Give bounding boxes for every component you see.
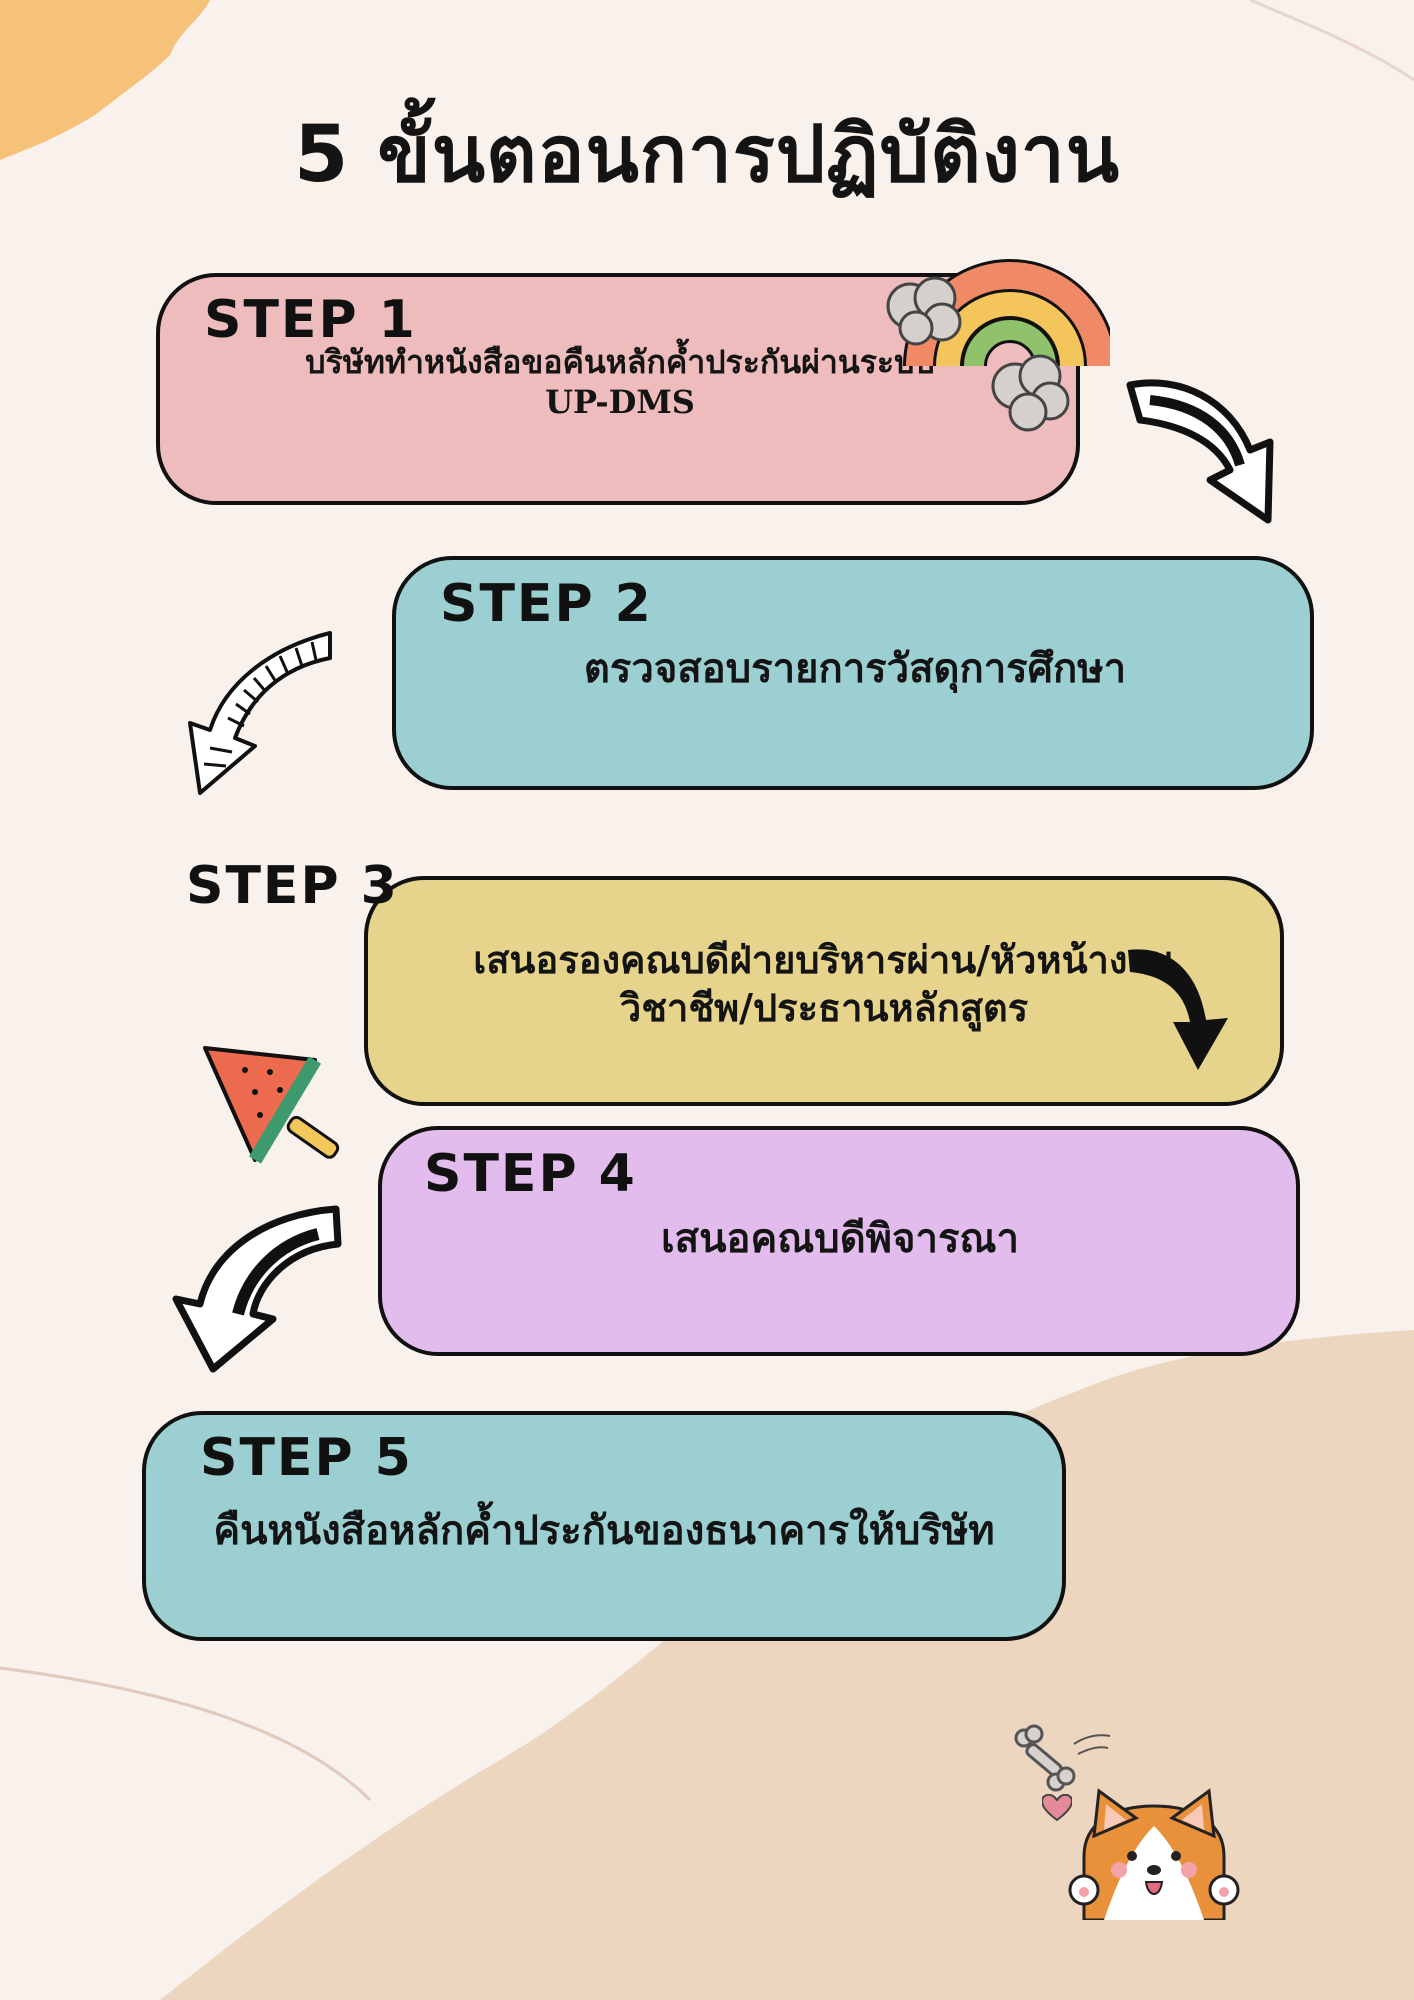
page-title: 5 ขั้นตอนการปฏิบัติงาน xyxy=(293,110,1121,200)
step-4-card xyxy=(378,1126,1300,1356)
step-1-text: บริษัททำหนังสือขอคืนหลักค้ำประกันผ่านระบ… xyxy=(170,342,1070,422)
corgi-icon xyxy=(1068,1788,1240,1920)
step-3-text: เสนอรองคณบดีฝ่ายบริหารผ่าน/หัวหน้างาน วิ… xyxy=(374,936,1274,1031)
step-3-label: STEP 3 xyxy=(186,856,399,916)
step-3-text-line-2: วิชาชีพ/ประธานหลักสูตร xyxy=(619,984,1029,1030)
curved-arrow-icon xyxy=(1128,949,1228,1070)
step-2-label: STEP 2 xyxy=(440,574,653,634)
step-1-text-line-1: บริษัททำหนังสือขอคืนหลักค้ำประกันผ่านระบ… xyxy=(305,343,935,381)
curved-arrow-icon xyxy=(172,1205,342,1373)
hatched-arrow-icon xyxy=(188,631,332,795)
curved-arrow-icon xyxy=(1126,379,1274,524)
step-5-card xyxy=(142,1411,1066,1641)
heart-icon xyxy=(1042,1794,1072,1822)
step-5-text: คืนหนังสือหลักค้ำประกันของธนาคารให้บริษั… xyxy=(213,1508,995,1554)
bone-icon xyxy=(1014,1724,1111,1792)
watermelon-icon xyxy=(203,1046,340,1164)
step-3-text-line-1: เสนอรองคณบดีฝ่ายบริหารผ่าน/หัวหน้างาน xyxy=(473,937,1175,982)
bottom-left-curve xyxy=(0,1666,372,1802)
step-1-label: STEP 1 xyxy=(204,290,417,350)
step-4-label: STEP 4 xyxy=(424,1144,637,1204)
step-2-text: ตรวจสอบรายการวัสดุการศึกษา xyxy=(583,645,1127,692)
top-right-curve xyxy=(1249,0,1414,82)
peach-brush-stroke xyxy=(0,0,210,160)
step-1-text-line-2: UP-DMS xyxy=(545,383,695,421)
step-3-card xyxy=(364,876,1284,1106)
rainbow-icon xyxy=(886,259,1110,432)
step-4-text: เสนอคณบดีพิจารณา xyxy=(660,1215,1019,1262)
step-2-card xyxy=(392,556,1314,790)
step-5-label: STEP 5 xyxy=(200,1428,413,1488)
